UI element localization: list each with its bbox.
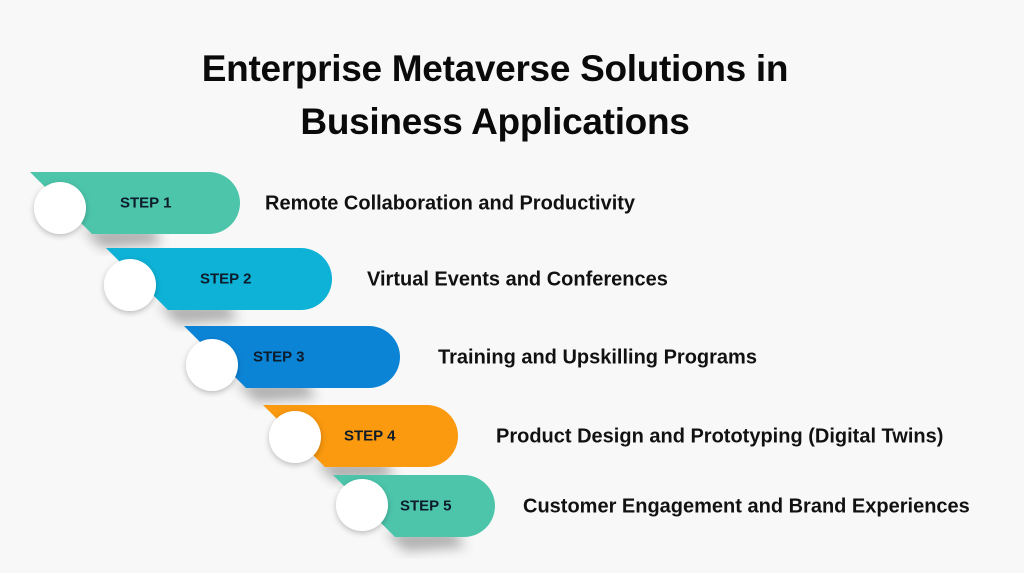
step-2-circle [104, 259, 156, 311]
step-5-circle [336, 479, 388, 531]
step-2-label: STEP 2 [200, 270, 252, 288]
step-3-label: STEP 3 [253, 348, 305, 366]
step-3-circle [186, 339, 238, 391]
step-1-label: STEP 1 [120, 194, 172, 212]
step-3-description: Training and Upskilling Programs [438, 346, 757, 369]
title-line-2: Business Applications [300, 101, 690, 142]
step-1-circle [34, 182, 86, 234]
step-4-description: Product Design and Prototyping (Digital … [496, 425, 944, 448]
title-line-1: Enterprise Metaverse Solutions in [201, 48, 789, 89]
step-5-description: Customer Engagement and Brand Experience… [523, 495, 970, 518]
step-5-label: STEP 5 [400, 497, 452, 515]
step-3-bar [184, 326, 400, 388]
step-4-label: STEP 4 [344, 427, 396, 445]
step-1-description: Remote Collaboration and Productivity [265, 192, 636, 215]
step-4-circle [269, 411, 321, 463]
step-2-description: Virtual Events and Conferences [367, 268, 668, 291]
step-2-bar [106, 248, 332, 310]
